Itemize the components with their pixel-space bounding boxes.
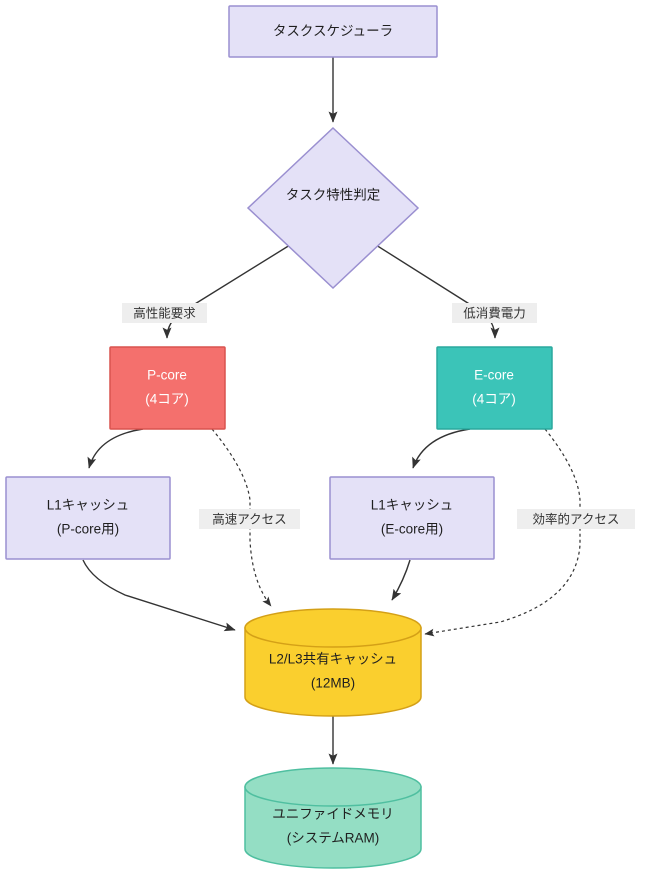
edge-label-performance: 高性能要求 bbox=[122, 303, 207, 323]
node-l2l3-cache-body bbox=[244, 627, 422, 717]
edge-decision-to-ecore bbox=[375, 244, 500, 339]
node-decision-label: タスク特性判定 bbox=[286, 188, 381, 203]
edge-label-efficient-access-text: 効率的アクセス bbox=[533, 511, 620, 526]
node-l2l3-cache-label-line2: (12MB) bbox=[311, 676, 355, 691]
node-ecore-label-line2: (4コア) bbox=[472, 392, 516, 407]
node-scheduler[interactable]: タスクスケジューラ bbox=[228, 5, 438, 58]
edge-l1p-to-l2l3 bbox=[82, 559, 236, 632]
node-l1-pcore-label-line2: (P-core用) bbox=[57, 522, 119, 537]
edge-decision-to-pcore bbox=[162, 244, 291, 339]
node-pcore-label-line2: (4コア) bbox=[145, 392, 189, 407]
edge-label-performance-text: 高性能要求 bbox=[133, 305, 196, 320]
edge-label-lowpower-text: 低消費電力 bbox=[463, 305, 526, 320]
edge-l1e-to-l2l3 bbox=[391, 559, 411, 601]
edge-label-fast-access: 高速アクセス bbox=[199, 509, 300, 529]
node-ecore-shape bbox=[436, 346, 553, 430]
edge-pcore-to-l1p bbox=[87, 428, 144, 469]
node-decision[interactable]: タスク特性判定 bbox=[246, 126, 420, 290]
node-l1-ecore-label-line2: (E-core用) bbox=[381, 522, 443, 537]
edge-label-lowpower: 低消費電力 bbox=[452, 303, 537, 323]
node-pcore-label-line1: P-core bbox=[147, 368, 187, 383]
node-ecore[interactable]: E-core (4コア) bbox=[436, 346, 553, 430]
edge-ecore-to-l1e bbox=[412, 428, 471, 469]
node-unified-memory-label-line1: ユニファイドメモリ bbox=[272, 807, 394, 822]
node-l1-ecore-label-line1: L1キャッシュ bbox=[371, 498, 454, 513]
edge-pcore-to-l2l3-dashed bbox=[211, 428, 272, 607]
edge-label-efficient-access: 効率的アクセス bbox=[517, 509, 635, 529]
node-unified-memory-top bbox=[244, 767, 422, 807]
node-l1-ecore-shape bbox=[329, 476, 495, 560]
node-ecore-label-line1: E-core bbox=[474, 368, 514, 383]
node-scheduler-label: タスクスケジューラ bbox=[273, 24, 393, 39]
node-scheduler-shape bbox=[228, 5, 438, 58]
node-l1-pcore-shape bbox=[5, 476, 171, 560]
edge-label-fast-access-text: 高速アクセス bbox=[212, 511, 286, 526]
node-l1-pcore-label-line1: L1キャッシュ bbox=[47, 498, 130, 513]
edge-label-fast-access-bg bbox=[199, 509, 300, 529]
node-l2l3-cache[interactable]: L2/L3共有キャッシュ (12MB) bbox=[244, 608, 422, 717]
edge-label-lowpower-bg bbox=[452, 303, 537, 323]
node-l1-pcore[interactable]: L1キャッシュ (P-core用) bbox=[5, 476, 171, 560]
edge-label-performance-bg bbox=[122, 303, 207, 323]
node-unified-memory-label-line2: (システムRAM) bbox=[287, 831, 380, 846]
edge-label-efficient-access-bg bbox=[517, 509, 635, 529]
edge-ecore-to-l2l3-dashed bbox=[424, 428, 581, 637]
node-l2l3-cache-label-line1: L2/L3共有キャッシュ bbox=[269, 652, 397, 667]
node-pcore-shape bbox=[109, 346, 226, 430]
node-unified-memory-body bbox=[244, 786, 422, 869]
node-l2l3-cache-top bbox=[244, 608, 422, 648]
node-unified-memory[interactable]: ユニファイドメモリ (システムRAM) bbox=[244, 767, 422, 869]
node-pcore[interactable]: P-core (4コア) bbox=[109, 346, 226, 430]
node-decision-shape bbox=[246, 126, 420, 290]
node-l1-ecore[interactable]: L1キャッシュ (E-core用) bbox=[329, 476, 495, 560]
